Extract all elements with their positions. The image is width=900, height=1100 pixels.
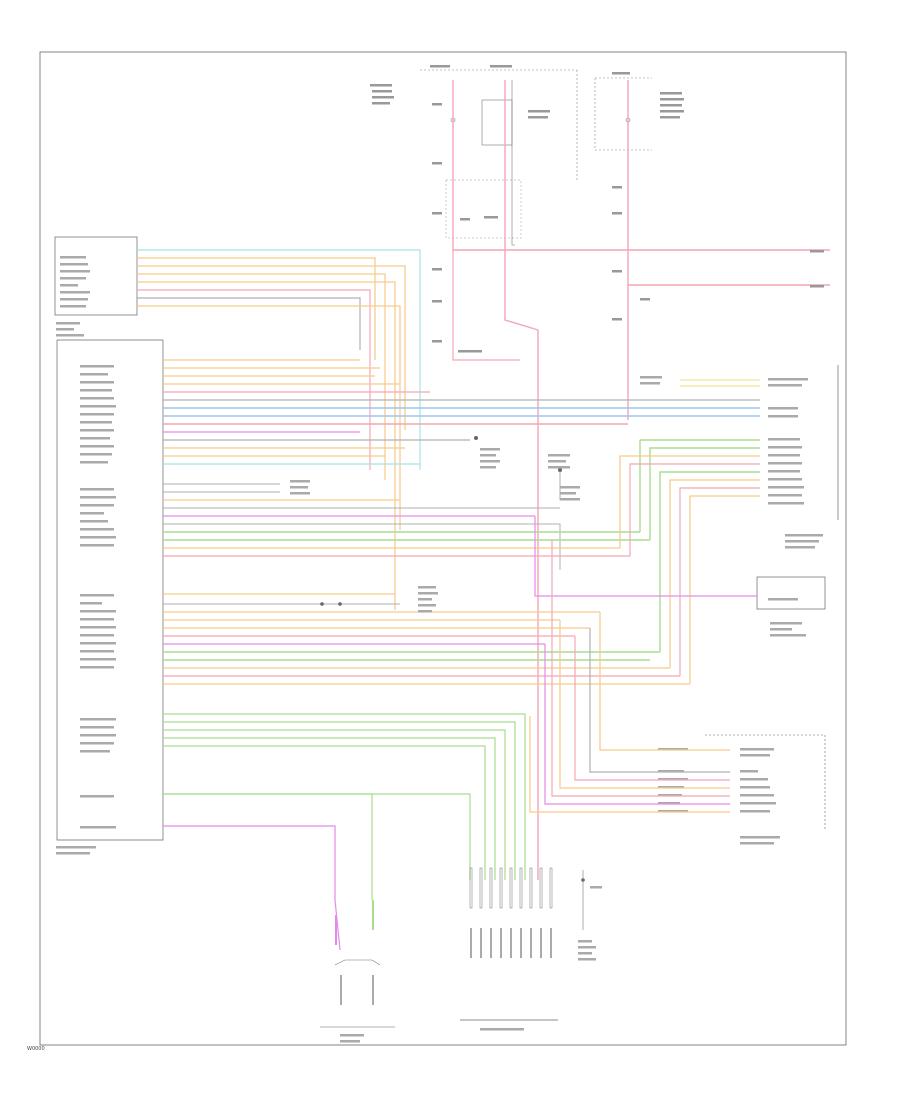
right-middle-module bbox=[534, 516, 826, 637]
splice-icon bbox=[320, 602, 324, 606]
upper-left-module bbox=[54, 236, 421, 610]
right-upper-module bbox=[619, 365, 839, 684]
sheet-id-label: W0000 bbox=[27, 1046, 45, 1052]
bottom-left-switch bbox=[320, 900, 395, 1043]
splice-icon bbox=[338, 602, 342, 606]
diagram-frame bbox=[39, 51, 847, 1046]
bottom-connector-bundle bbox=[460, 867, 602, 1031]
relay-box bbox=[481, 99, 513, 146]
main-control-module bbox=[56, 339, 760, 951]
center-components bbox=[290, 436, 580, 613]
right-lower-module bbox=[529, 540, 826, 845]
power-distribution bbox=[370, 65, 830, 880]
ground-icon bbox=[474, 436, 478, 440]
